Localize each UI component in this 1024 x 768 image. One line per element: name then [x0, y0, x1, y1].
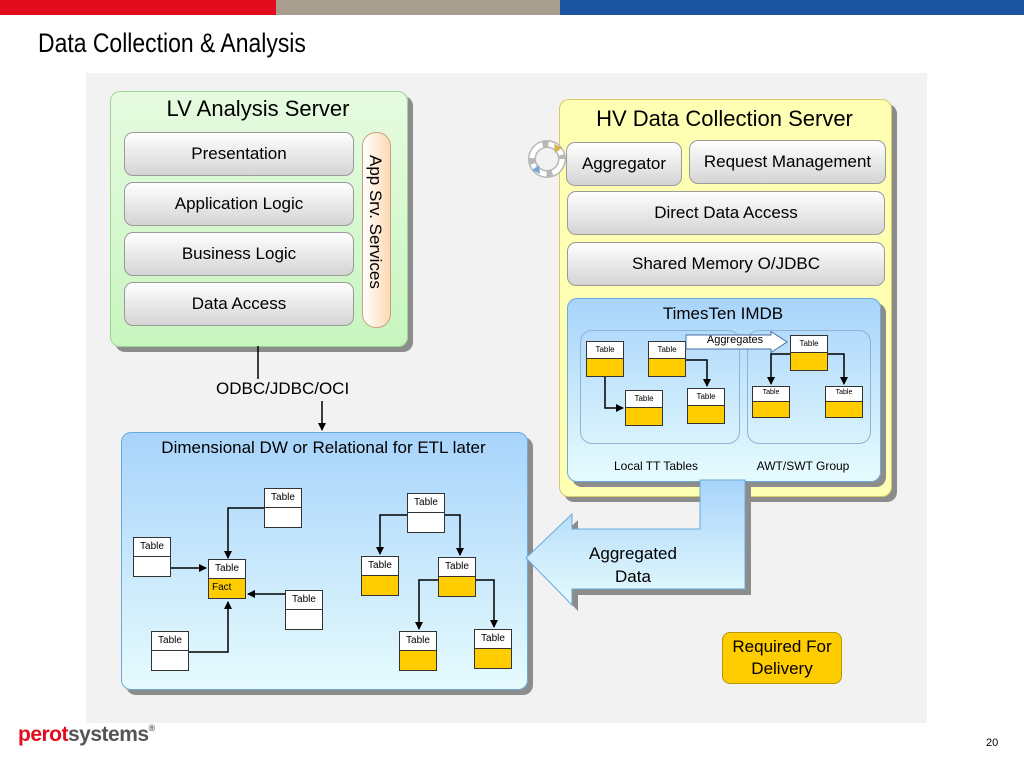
tt-table: Table — [790, 335, 828, 371]
header-bar-red — [0, 0, 276, 15]
required-line1: Required For — [732, 637, 832, 656]
aggregates-label: Aggregates — [706, 334, 764, 346]
aggregated-data-label-line1: Aggregated — [589, 544, 677, 563]
awt-swt-group — [747, 330, 871, 444]
dw-table: Table — [399, 631, 437, 671]
dw-table: Table — [361, 556, 399, 596]
page-number: 20 — [986, 737, 999, 749]
request-management: Request Management — [689, 140, 886, 184]
dw-table: Table — [264, 488, 302, 528]
dw-table: Table — [285, 590, 323, 630]
app-server-services-label: App Srv. Services — [366, 155, 385, 289]
direct-data-access: Direct Data Access — [567, 191, 885, 235]
refresh-cycle-icon — [524, 136, 570, 182]
aggregated-data-arrow — [520, 479, 760, 615]
layer-application-logic: Application Logic — [124, 182, 354, 226]
tt-table: Table — [752, 386, 790, 418]
tt-table: Table — [825, 386, 863, 418]
layer-business-logic: Business Logic — [124, 232, 354, 276]
awt-swt-label: AWT/SWT Group — [756, 459, 850, 473]
lv-server-title: LV Analysis Server — [166, 96, 350, 121]
tt-table: Table — [648, 341, 686, 377]
required-line2: Delivery — [751, 659, 813, 678]
dw-table: Table — [474, 629, 512, 669]
tt-table: Table — [687, 388, 725, 424]
aggregator: Aggregator — [566, 142, 682, 186]
dw-fact-table: Table Fact — [208, 559, 246, 599]
hv-server-title: HV Data Collection Server — [596, 106, 853, 131]
connector-label: ODBC/JDBC/OCI — [216, 379, 350, 398]
fact-label: Fact — [209, 579, 245, 598]
layer-presentation: Presentation — [124, 132, 354, 176]
tt-table: Table — [625, 390, 663, 426]
dw-table: Table — [438, 557, 476, 597]
dw-table: Table — [133, 537, 171, 577]
timesten-title: TimesTen IMDB — [662, 304, 784, 323]
app-server-services: App Srv. Services — [362, 132, 391, 328]
dw-title: Dimensional DW or Relational for ETL lat… — [161, 438, 486, 457]
local-tt-label: Local TT Tables — [613, 459, 699, 473]
shared-memory-ojdbc: Shared Memory O/JDBC — [567, 242, 885, 286]
logo-registered: ® — [148, 723, 156, 733]
logo-systems: systems — [68, 723, 149, 746]
tt-table: Table — [586, 341, 624, 377]
local-tt-group — [580, 330, 740, 444]
aggregated-data-label-line2: Data — [615, 567, 651, 586]
logo-perot: perot — [18, 723, 69, 746]
required-for-delivery-legend: Required For Delivery — [722, 632, 842, 684]
page-title: Data Collection & Analysis — [38, 28, 306, 58]
perot-systems-logo: perotsystems® — [18, 723, 155, 747]
dw-table: Table — [151, 631, 189, 671]
dw-table: Table — [407, 493, 445, 533]
layer-data-access: Data Access — [124, 282, 354, 326]
header-bar-grey — [276, 0, 560, 15]
aggregates-arrow — [685, 330, 789, 354]
header-bar-blue — [560, 0, 1024, 15]
